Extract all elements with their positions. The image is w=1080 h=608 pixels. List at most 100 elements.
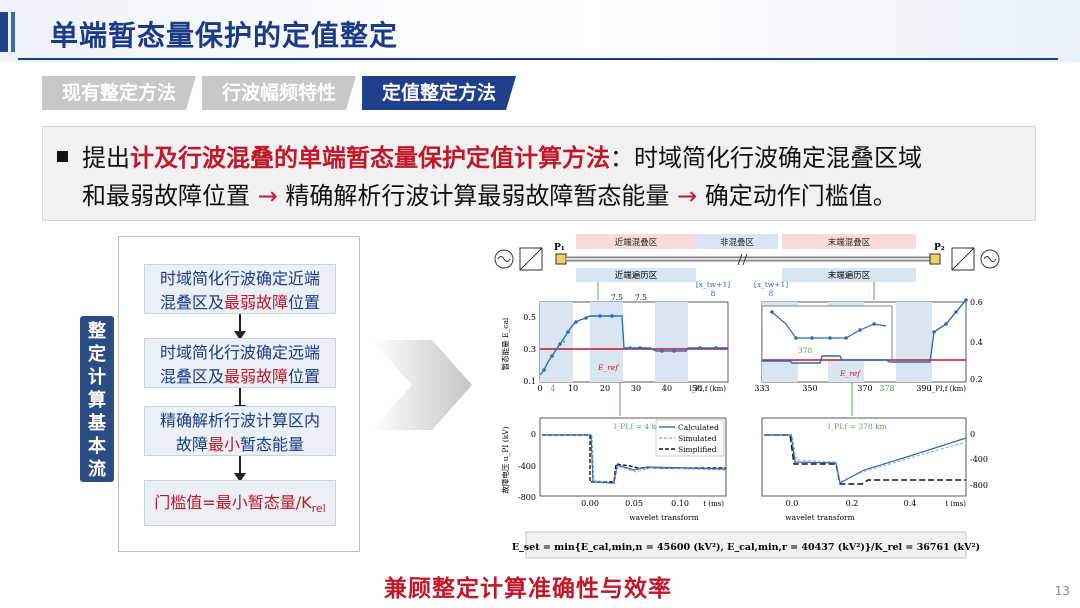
right-wave-simulated <box>764 434 967 483</box>
key-statement: 提出计及行波混叠的单端暂态量保护定值计算方法：时域简化行波确定混叠区域 和最弱故… <box>42 126 1036 221</box>
left-waveform-chart: 故障电压 u_PI (kV) 0 -400 -800 0.00 0.05 0.1… <box>500 417 727 522</box>
annot-8-right: 8 <box>769 289 774 298</box>
eref-label-left: E_ref <box>597 363 619 372</box>
xtick: 378 <box>879 384 894 393</box>
xtick: 40 <box>662 384 672 393</box>
annot-xtw-left: [x_tw+1] <box>696 280 730 289</box>
left-wave-ylabel: 故障电压 u_PI (kV) <box>500 426 510 493</box>
xtick: 0 <box>537 384 542 393</box>
eref-label-right: E_ref <box>839 369 861 378</box>
ytick: -400 <box>970 455 988 464</box>
sine-left-icon <box>497 256 511 262</box>
legend-calculated: Calculated <box>678 423 719 432</box>
ytick: 0.1 <box>523 377 536 386</box>
left-wave-legend: Calculated Simulated Simplified <box>655 419 725 457</box>
step2-line2c: 位置 <box>288 367 321 386</box>
zone-label-far-mixed: 末端混叠区 <box>828 237 871 248</box>
step1-line2c: 位置 <box>288 293 321 312</box>
left-energy-markers <box>542 314 718 372</box>
statement-arrow-2: → <box>677 182 698 210</box>
flow-step-2: 时域简化行波确定远端 混叠区及最弱故障位置 <box>144 338 336 388</box>
flow-side-label: 整定计算基本流程 <box>80 316 114 503</box>
annot-xtw-right: [x_tw+1] <box>754 280 788 289</box>
xtick: 0.05 <box>625 499 643 508</box>
xtick: 0.4 <box>904 499 917 508</box>
xtick: 370 <box>857 384 872 393</box>
step3-red: 最小 <box>207 435 240 454</box>
ytick: 0 <box>531 430 536 439</box>
right-wave-calculated <box>764 434 967 484</box>
conclusion-text: 兼顾整定计算准确性与效率 <box>384 576 672 602</box>
step2-line1: 时域简化行波确定远端 <box>159 343 320 362</box>
relay-p2-icon <box>929 253 941 265</box>
tab-setting-method[interactable]: 定值整定方法 <box>362 76 516 110</box>
ytick: 0.2 <box>970 375 983 384</box>
statement-rest: ：时域简化行波确定混叠区域 <box>610 144 922 172</box>
xtick: 0.0 <box>786 499 799 508</box>
dim-annot: 7.5 <box>635 293 647 302</box>
left-wave-calculated <box>542 434 727 484</box>
xtick: 30 <box>631 384 641 393</box>
ytick: -800 <box>970 481 988 490</box>
right-wave-caption: wavelet transform <box>785 513 855 522</box>
big-chevron-arrow-icon <box>372 340 472 430</box>
step4-red: 门槛值 <box>154 493 203 512</box>
statement-prefix: 提出 <box>82 144 130 172</box>
step3-line1: 精确解析行波计算区内 <box>159 411 320 430</box>
zone-label-near-traverse: 近端遍历区 <box>615 270 658 281</box>
left-wave-xlabel: t (ms) <box>703 500 724 508</box>
statement-line2c: 确定动作门槛值。 <box>704 182 897 210</box>
zone-far-traverse <box>782 268 916 282</box>
left-wave-simulated <box>542 434 727 485</box>
zone-near-mixed <box>576 234 696 249</box>
dim-annot: 7.5 <box>611 293 623 302</box>
flow-side-label-text: 整定计算基本流程 <box>88 321 106 503</box>
section-tabs: 现有整定方法 行波幅频特性 定值整定方法 <box>42 76 516 110</box>
setting-equation: E_set = min{E_cal,min,n = 45600 (kV²), E… <box>512 542 980 553</box>
xtick: 0.10 <box>671 499 689 508</box>
bullet-square-icon <box>57 151 68 162</box>
relay-p1-icon <box>555 253 567 265</box>
zone-near-traverse <box>576 268 696 282</box>
ytick: 0.3 <box>523 345 536 354</box>
xtick: 10 <box>568 384 578 393</box>
statement-line2a: 和最弱故障位置 <box>82 182 250 210</box>
zone-label-far-traverse: 末端遍历区 <box>828 270 871 281</box>
title-divider <box>18 58 1058 60</box>
step4-sub: rel <box>311 502 326 516</box>
left-chart-ylabel: 暂态能量 E_cal <box>500 317 510 370</box>
step3-line2c: 暂态能量 <box>240 435 305 454</box>
tab-existing-methods[interactable]: 现有整定方法 <box>42 76 196 110</box>
flow-step-4: 门槛值=最小暂态量/Krel <box>144 480 336 526</box>
step2-line2a: 混叠区及 <box>159 367 224 386</box>
equation-box <box>525 531 967 559</box>
ytick: 0.6 <box>970 298 983 307</box>
right-wave-title: l_PI,f = 378 km <box>828 422 887 431</box>
annot-4: 4 <box>561 336 566 345</box>
ytick: 0 <box>970 430 975 439</box>
legend-simulated: Simulated <box>678 434 717 443</box>
statement-highlight: 计及行波混叠的单端暂态量保护定值计算方法 <box>130 144 610 172</box>
header-bar <box>0 0 1080 62</box>
tab-wave-characteristics[interactable]: 行波幅频特性 <box>202 76 356 110</box>
left-chart-xlabel: l_PI,f (km) <box>689 385 726 393</box>
right-energy-chart: 0.6 0.4 0.2 333 350 370 378 390 l_PI,f (… <box>754 298 982 393</box>
zone-non-mixed <box>696 234 778 249</box>
xtick: 333 <box>754 384 769 393</box>
left-wave-simplified <box>542 434 726 483</box>
flow-step-1: 时域简化行波确定近端 混叠区及最弱故障位置 <box>144 264 336 314</box>
xtick: 390 <box>916 384 931 393</box>
right-inset <box>761 305 893 361</box>
zone-far-mixed <box>782 234 916 249</box>
flow-step-3: 精确解析行波计算区内 故障最小暂态能量 <box>144 406 336 456</box>
right-chart-xlabel: l_PI,f (km) <box>929 385 966 393</box>
page-title: 单端暂态量保护的定值整定 <box>50 19 399 52</box>
ytick: 0.4 <box>970 338 983 347</box>
right-wave-simplified <box>764 434 966 485</box>
step1-line1: 时域简化行波确定近端 <box>159 269 320 288</box>
left-wave-title: l_PI,f = 4 km <box>614 422 663 431</box>
connector-arrows <box>597 282 875 416</box>
label-p2: P₂ <box>934 243 945 253</box>
left-wave-caption: wavelet transform <box>629 513 699 522</box>
page-number: 13 <box>1054 584 1070 598</box>
